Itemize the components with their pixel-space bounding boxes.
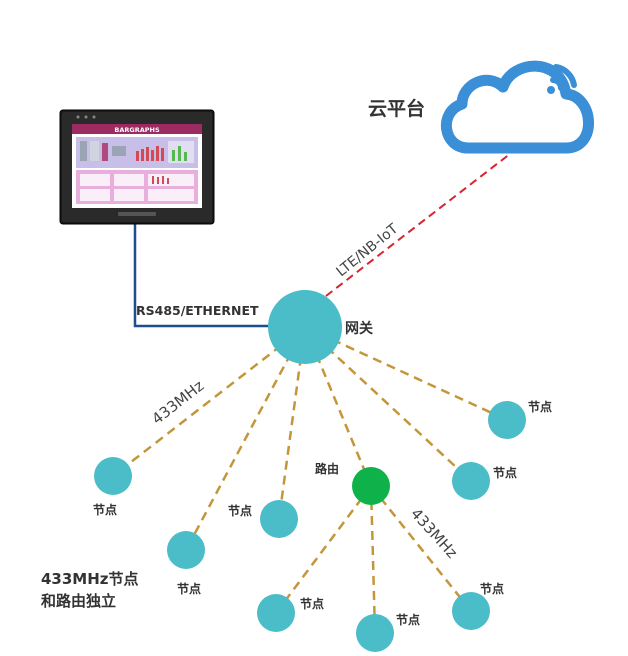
end-node-1: [94, 457, 132, 495]
end-node-label: 节点: [300, 596, 324, 611]
link-gateway-node-5: [304, 325, 508, 422]
end-node-4: [452, 462, 490, 500]
end-node-5: [488, 401, 526, 439]
note-line-1: 433MHz节点: [41, 570, 139, 588]
link-gateway-node-1: [112, 326, 306, 477]
end-node-7: [356, 614, 394, 652]
end-node-3: [260, 500, 298, 538]
gateway-label: 网关: [345, 320, 373, 337]
hmi-gateway-cable: [133, 224, 270, 328]
gateway-433-link-label: 433MHz: [148, 377, 207, 429]
link-gateway-router: [303, 326, 373, 487]
end-node-label: 节点: [228, 503, 252, 518]
router-node: [352, 467, 390, 505]
end-node-8: [452, 592, 490, 630]
cloud-label: 云平台: [368, 97, 425, 120]
link-router-node-7: [369, 485, 377, 634]
gateway-cloud-link-label: LTE/NB-IoT: [333, 221, 401, 281]
end-node-6: [257, 594, 295, 632]
hmi-screen-title: BARGRAPHS: [114, 126, 160, 134]
end-node-label: 节点: [177, 581, 201, 596]
end-node-label: 节点: [480, 581, 504, 596]
hmi-gateway-link-label: RS485/ETHERNET: [136, 303, 259, 318]
end-nodes: [94, 401, 526, 652]
link-gateway-node-4: [304, 326, 472, 482]
end-node-label: 节点: [493, 465, 517, 480]
end-node-2: [167, 531, 205, 569]
end-node-label: 节点: [528, 399, 552, 414]
end-node-label: 节点: [93, 502, 117, 517]
gateway-node: [268, 290, 342, 364]
note-line-2: 和路由独立: [41, 592, 116, 610]
router-label: 路由: [315, 461, 339, 476]
end-node-labels: 节点 节点 节点 节点 节点 节点 节点 节点: [93, 399, 552, 627]
link-router-node-8: [370, 485, 472, 612]
cloud-platform: [441, 60, 594, 154]
cloud-icon: [441, 60, 594, 154]
end-node-label: 节点: [396, 612, 420, 627]
link-gateway-node-2: [184, 326, 307, 551]
connection-lines: [112, 149, 516, 634]
link-router-node-6: [274, 485, 373, 614]
wireless-signal-icon: [550, 64, 577, 91]
gateway-cloud-link: [325, 149, 516, 297]
hmi-touch-panel: BARGRAPHS: [59, 109, 215, 225]
router-433-link-label: 433MHz: [407, 505, 461, 562]
